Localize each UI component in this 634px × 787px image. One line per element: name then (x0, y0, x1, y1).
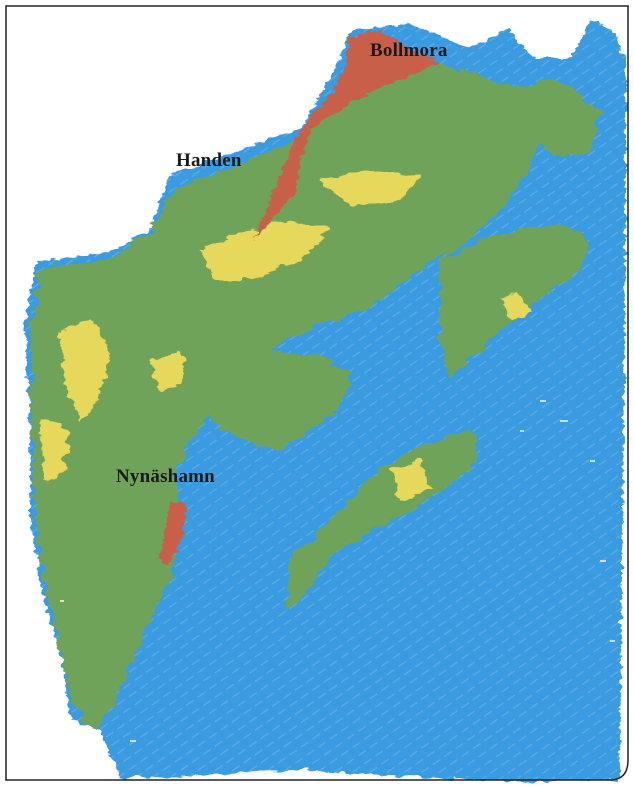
map-border (5, 5, 629, 781)
lowland-areas (30, 56, 600, 730)
highland-areas (160, 30, 440, 566)
place-label-handen: Handen (176, 150, 242, 171)
place-label-nynashamn: Nynäshamn (116, 466, 215, 487)
midland-areas (40, 170, 530, 500)
terrain-speckles (60, 400, 615, 742)
place-label-bollmora: Bollmora (370, 40, 448, 61)
